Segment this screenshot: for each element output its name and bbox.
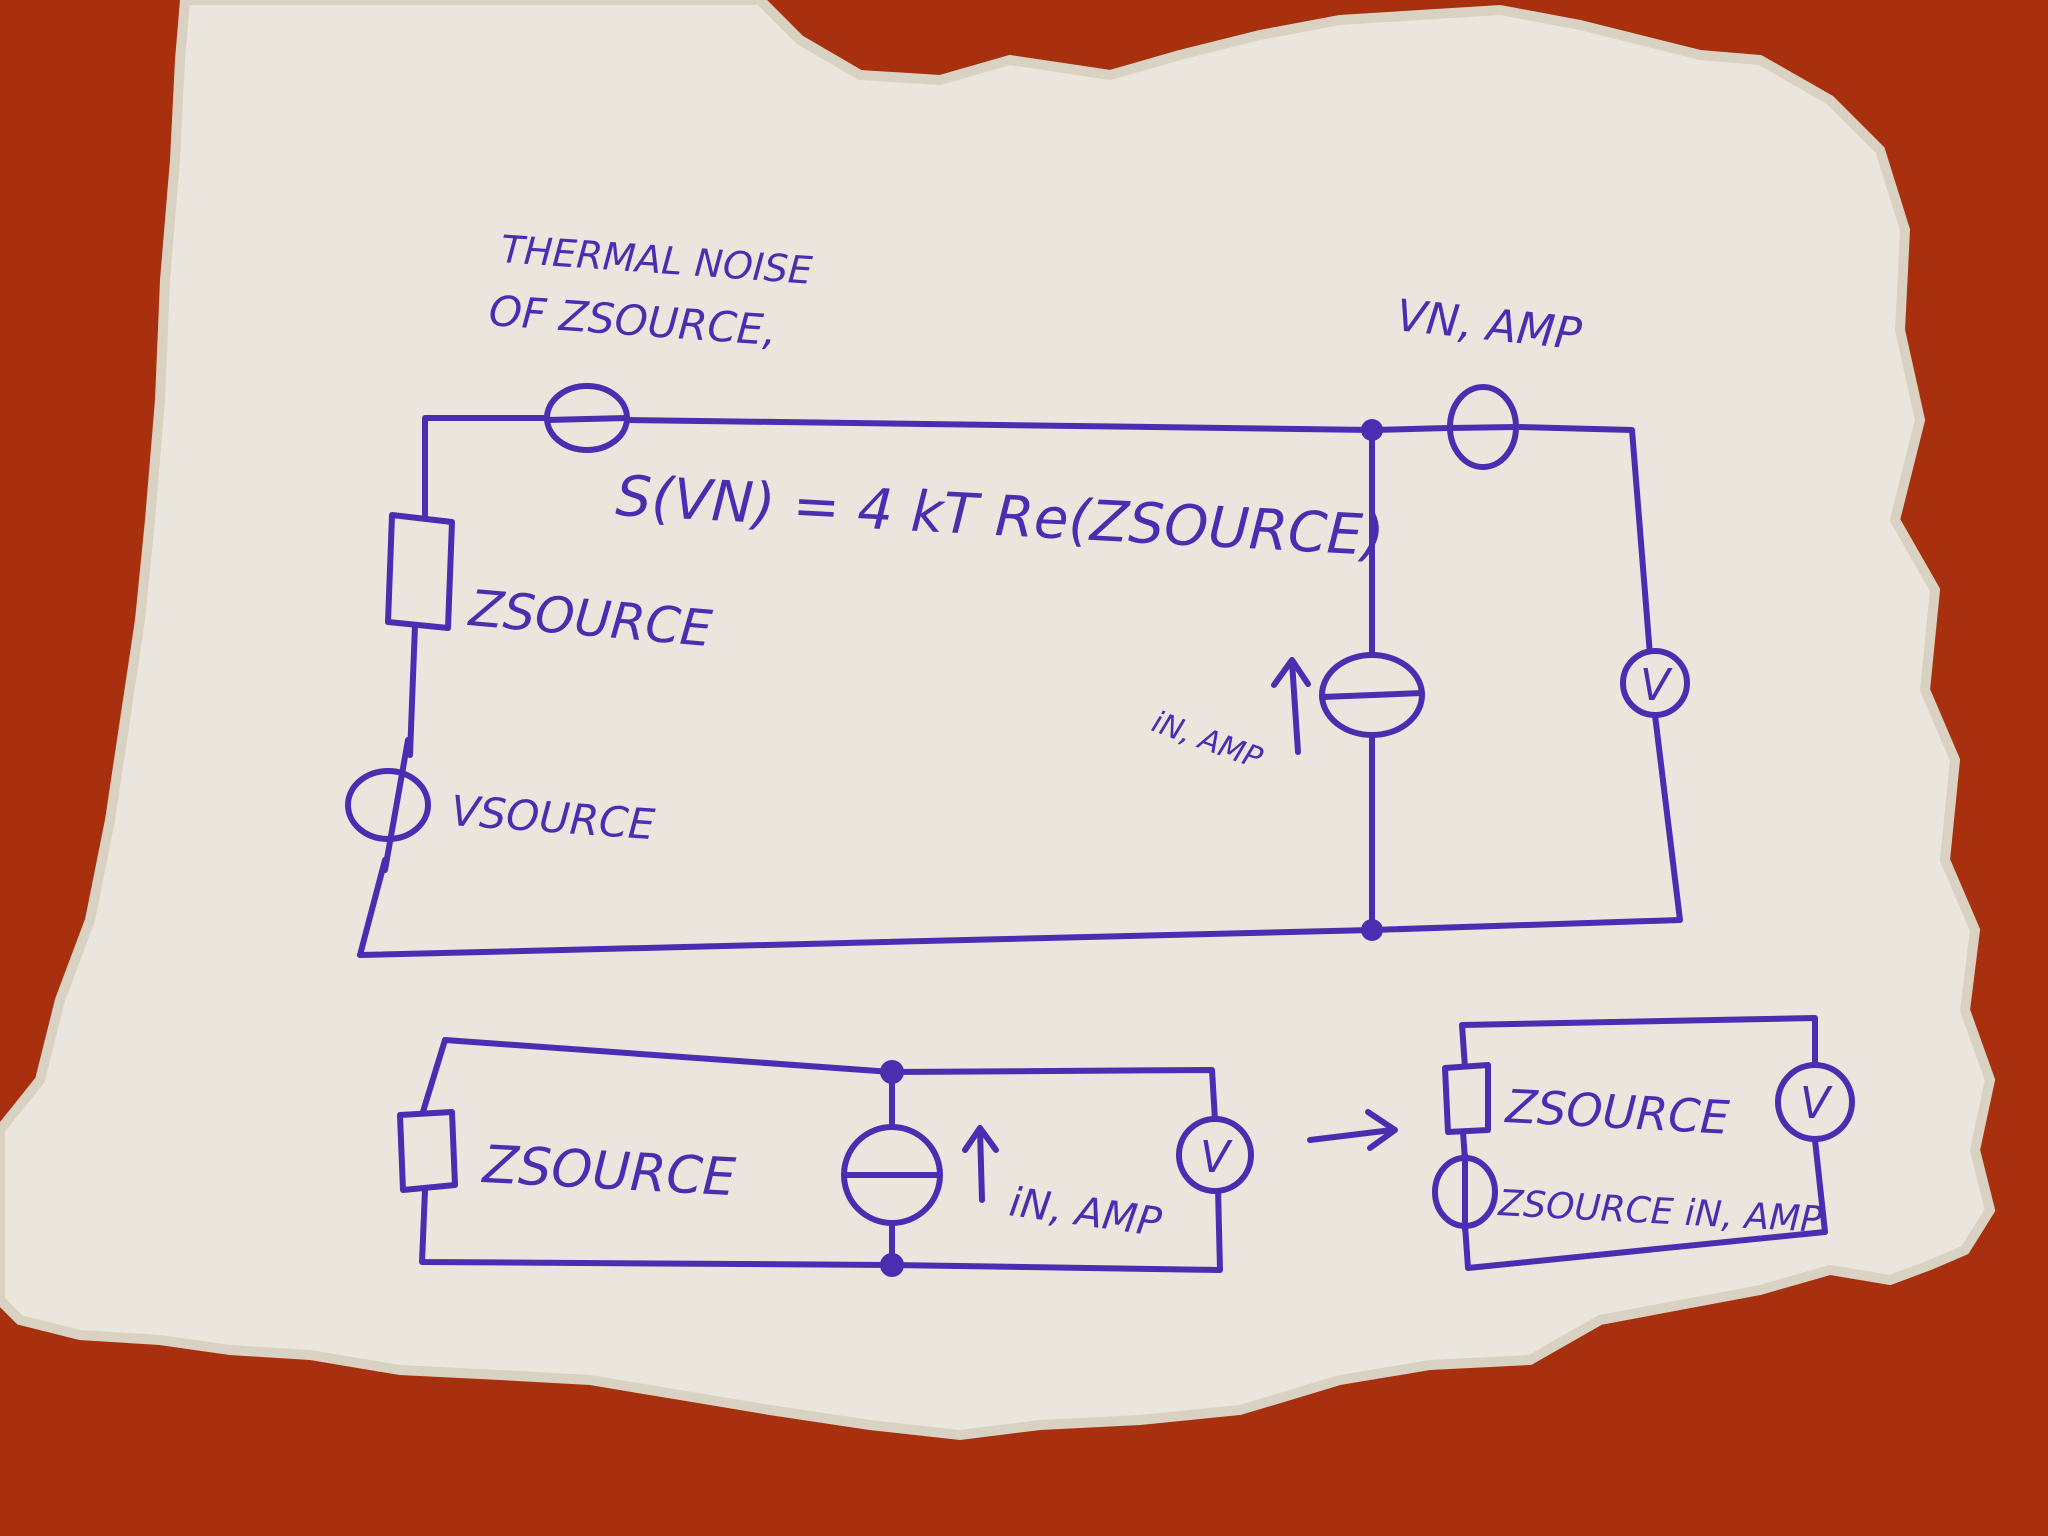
bottom-left-circuit: V ZSOURCE iN, AMP xyxy=(397,1037,1254,1277)
top-circuit-wire xyxy=(1369,712,1683,933)
top-circuit-wire xyxy=(625,417,1375,433)
amp-current-noise-source xyxy=(841,1124,943,1226)
source-impedance-resistor xyxy=(1442,1062,1491,1135)
voltmeter-symbol: V xyxy=(1800,1078,1833,1129)
source-impedance-label: ZSOURCE xyxy=(1502,1079,1730,1145)
voltmeter-symbol: V xyxy=(1200,1132,1233,1183)
current-direction-arrow xyxy=(1271,657,1311,755)
voltmeter: V xyxy=(1176,1116,1254,1194)
source-voltage-source xyxy=(345,737,431,873)
amp-current-noise-source xyxy=(1319,652,1425,738)
top-circuit-wire xyxy=(1517,424,1653,658)
voltmeter: V xyxy=(1620,648,1690,718)
voltmeter-symbol: V xyxy=(1640,660,1673,711)
junction-node xyxy=(1361,419,1383,441)
junction-node xyxy=(1361,919,1383,941)
thermal-noise-voltage-source xyxy=(544,383,630,453)
source-impedance-resistor xyxy=(385,512,455,631)
top-circuit-wire xyxy=(357,857,1375,958)
source-impedance-resistor xyxy=(397,1109,458,1193)
equivalent-voltage-source xyxy=(1432,1152,1498,1233)
junction-node xyxy=(880,1060,904,1084)
source-impedance-label: ZSOURCE xyxy=(479,1135,737,1208)
junction-node xyxy=(880,1253,904,1277)
top-circuit-wire xyxy=(1369,425,1451,433)
equivalence-arrow xyxy=(1307,1109,1398,1151)
paper-sheet xyxy=(0,0,1996,1441)
voltmeter: V xyxy=(1775,1062,1855,1142)
bottom-right-wire xyxy=(1462,1137,1828,1271)
top-circuit-wire xyxy=(407,622,418,758)
current-direction-arrow xyxy=(962,1125,999,1203)
top-circuit-wire xyxy=(422,415,548,518)
amp-voltage-noise-source xyxy=(1447,384,1519,470)
bottom-right-wire xyxy=(1459,1015,1818,1071)
